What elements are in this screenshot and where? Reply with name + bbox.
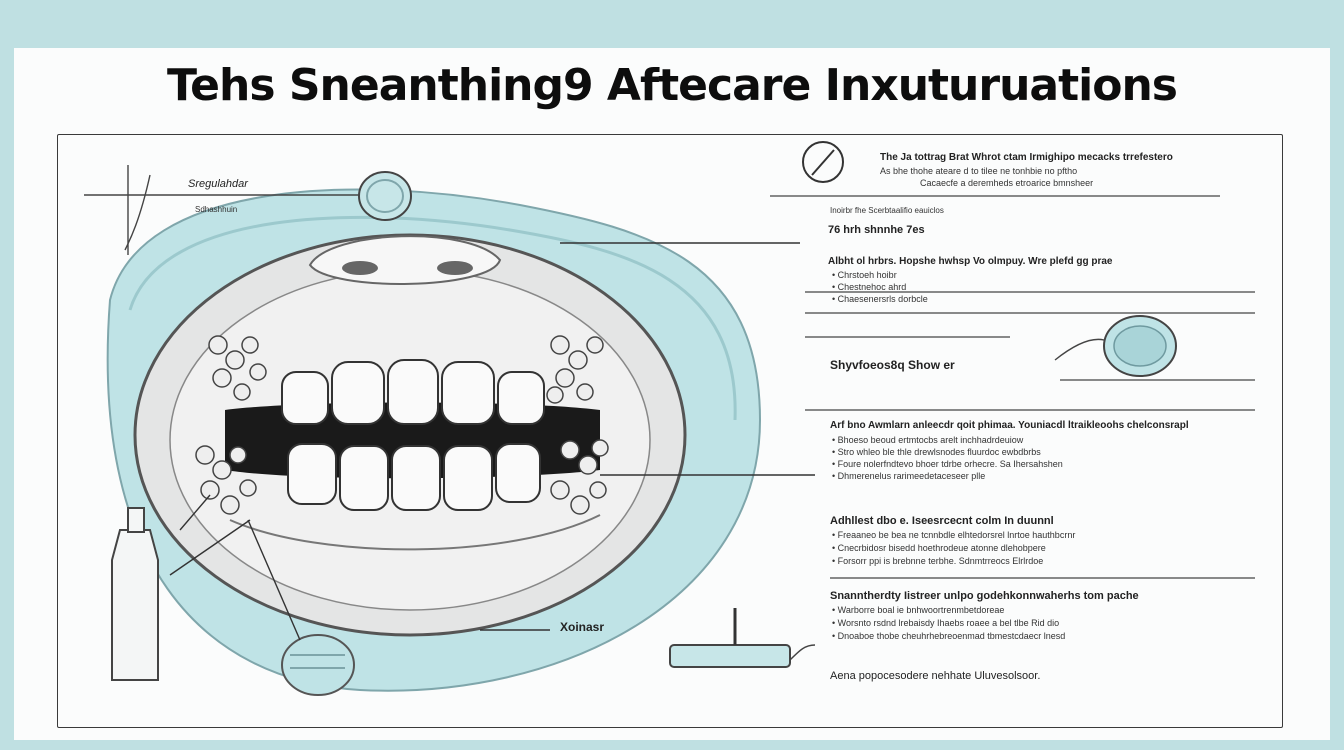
section3-heading: Albht ol hrbrs. Hopshe hwhsp Vo olmpuy. … bbox=[828, 256, 1113, 267]
content-frame bbox=[57, 134, 1283, 728]
section6-bullet-3: • Forsorr ppi is brebnne terbhe. Sdnmtrr… bbox=[832, 556, 1044, 566]
upper-teeth bbox=[281, 359, 545, 425]
retainer-case-icon bbox=[281, 634, 355, 696]
no-sign-icon bbox=[802, 141, 844, 183]
footer-note: Aena popocesodere nehhate Uluvesolsoor. bbox=[830, 670, 1041, 682]
lower-teeth bbox=[287, 443, 541, 511]
section6-bullet-2: • Cnecrbidosr bisedd hoethrodeue atonne … bbox=[832, 543, 1046, 553]
section3-bullet-3: • Chaesenersrls dorbcle bbox=[832, 294, 928, 304]
section7-bullet-2: • Worsnto rsdnd lrebaisdy Ihaebs roaee a… bbox=[832, 618, 1060, 628]
section7-bullet-3: • Dnoaboe thobe cheuhrhebreoenmad tbmest… bbox=[832, 631, 1066, 641]
section5-bullet-3: • Foure nolerfndtevo bhoer tdrbe orhecre… bbox=[832, 459, 1063, 469]
braces-left bbox=[195, 335, 267, 515]
section6-bullet-1: • Freaaneo be bea ne tcnnbdle elhtedorsr… bbox=[832, 530, 1076, 540]
top-left-sublabel: Sdhashhuin bbox=[195, 205, 238, 214]
toothbrush-icon bbox=[669, 608, 816, 668]
section4-heading: Shyvfoeos8q Show er bbox=[830, 358, 955, 372]
magnifier-icon bbox=[358, 171, 412, 221]
section1-line2: As bhe thohe ateare d to tilee ne tonhbi… bbox=[880, 166, 1078, 176]
section1-heading: The Ja tottrag Brat Whrot ctam Irmighipo… bbox=[880, 152, 1173, 163]
section5-bullet-4: • Dhmerenelus rarimeedetaceseer plle bbox=[832, 471, 986, 481]
top-left-label: Sregulahdar bbox=[188, 178, 248, 190]
capsule-icon bbox=[1054, 315, 1177, 377]
section6-heading: Adhllest dbo e. Iseesrcecnt colm In duun… bbox=[830, 515, 1054, 527]
section5-heading: Arf bno Awmlarn anleecdr qoit phimaa. Yo… bbox=[830, 420, 1189, 431]
bottom-label: Xoinasr bbox=[560, 620, 605, 634]
page-title: Tehs Sneanthing9 Aftecare Inxuturuations bbox=[167, 60, 1178, 111]
section2-heading: 76 hrh shnnhe 7es bbox=[828, 224, 925, 236]
section3-bullet-2: • Chestnehoc ahrd bbox=[832, 282, 907, 292]
section7-heading: Snanntherdty Iistreer unlpo godehkonnwah… bbox=[830, 590, 1139, 602]
section2-line1: Inoirbr fhe Scerbtaalifio eauiclos bbox=[830, 206, 944, 215]
section3-bullet-1: • Chrstoeh hoibr bbox=[832, 270, 897, 280]
section5-bullet-2: • Stro whleo ble thle drewlsnodes fluurd… bbox=[832, 447, 1041, 457]
bottle-icon bbox=[111, 507, 159, 681]
section7-bullet-1: • Warborre boal ie bnhwoortrenmbetdoreae bbox=[832, 605, 1005, 615]
braces-right bbox=[546, 335, 609, 515]
section1-line3: Cacaecfe a deremheds etroarice bmnsheer bbox=[920, 178, 1094, 188]
section5-bullet-1: • Bhoeso beoud ertmtocbs arelt inchhadrd… bbox=[832, 435, 1024, 445]
